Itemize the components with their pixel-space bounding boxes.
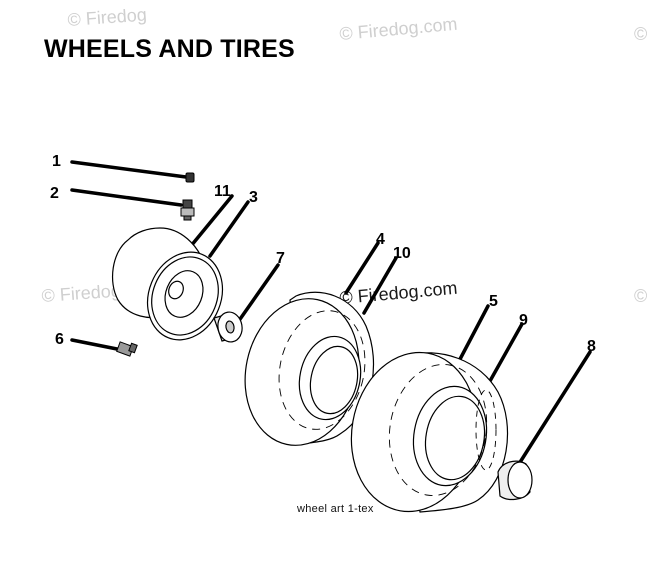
part-valve-stem [180, 199, 195, 221]
leader-line-5 [456, 304, 490, 365]
callouts [70, 160, 592, 469]
callout-number-8: 8 [587, 338, 596, 355]
leader-line-8 [515, 350, 592, 469]
callout-number-9: 9 [519, 312, 528, 329]
callout-number-5: 5 [489, 293, 498, 310]
leader-line-9 [488, 322, 524, 383]
callout-numbers: 1 2 11 3 7 4 10 5 9 8 6 [50, 153, 596, 355]
watermark-top-right: © [634, 24, 647, 44]
leader-line-1 [70, 160, 188, 179]
watermark-center: © Firedog.com [339, 278, 459, 308]
leader-line-6 [70, 338, 124, 352]
part-bolt [116, 341, 138, 357]
callout-number-11: 11 [214, 183, 231, 200]
leader-line-4 [344, 241, 380, 295]
leader-line-2 [70, 188, 183, 207]
callout-number-10: 10 [393, 245, 411, 262]
part-bushing [213, 311, 243, 343]
watermark-mid-left: © Firedog [41, 281, 121, 306]
leader-line-11 [184, 194, 234, 254]
art-caption: wheel art 1-tex [297, 503, 374, 515]
leader-line-10 [362, 256, 398, 315]
callout-number-6: 6 [55, 331, 64, 348]
callout-number-1: 1 [52, 153, 61, 170]
watermark-top-left: © Firedog [67, 5, 147, 30]
callout-number-7: 7 [276, 250, 285, 267]
part-wheel-rim [111, 227, 223, 341]
callout-number-2: 2 [50, 185, 59, 202]
watermark-top-center: © Firedog.com [339, 14, 459, 44]
watermark-mid-right: © [634, 286, 647, 306]
part-valve-cap [185, 172, 195, 183]
part-rear-tire [350, 351, 509, 513]
leader-line-7 [236, 263, 280, 324]
leader-line-3 [208, 200, 250, 258]
part-front-tire [244, 291, 375, 446]
callout-number-3: 3 [249, 189, 258, 206]
callout-number-4: 4 [376, 231, 385, 248]
diagram-title: WHEELS AND TIRES [44, 35, 295, 63]
part-hub-cap [497, 460, 533, 501]
